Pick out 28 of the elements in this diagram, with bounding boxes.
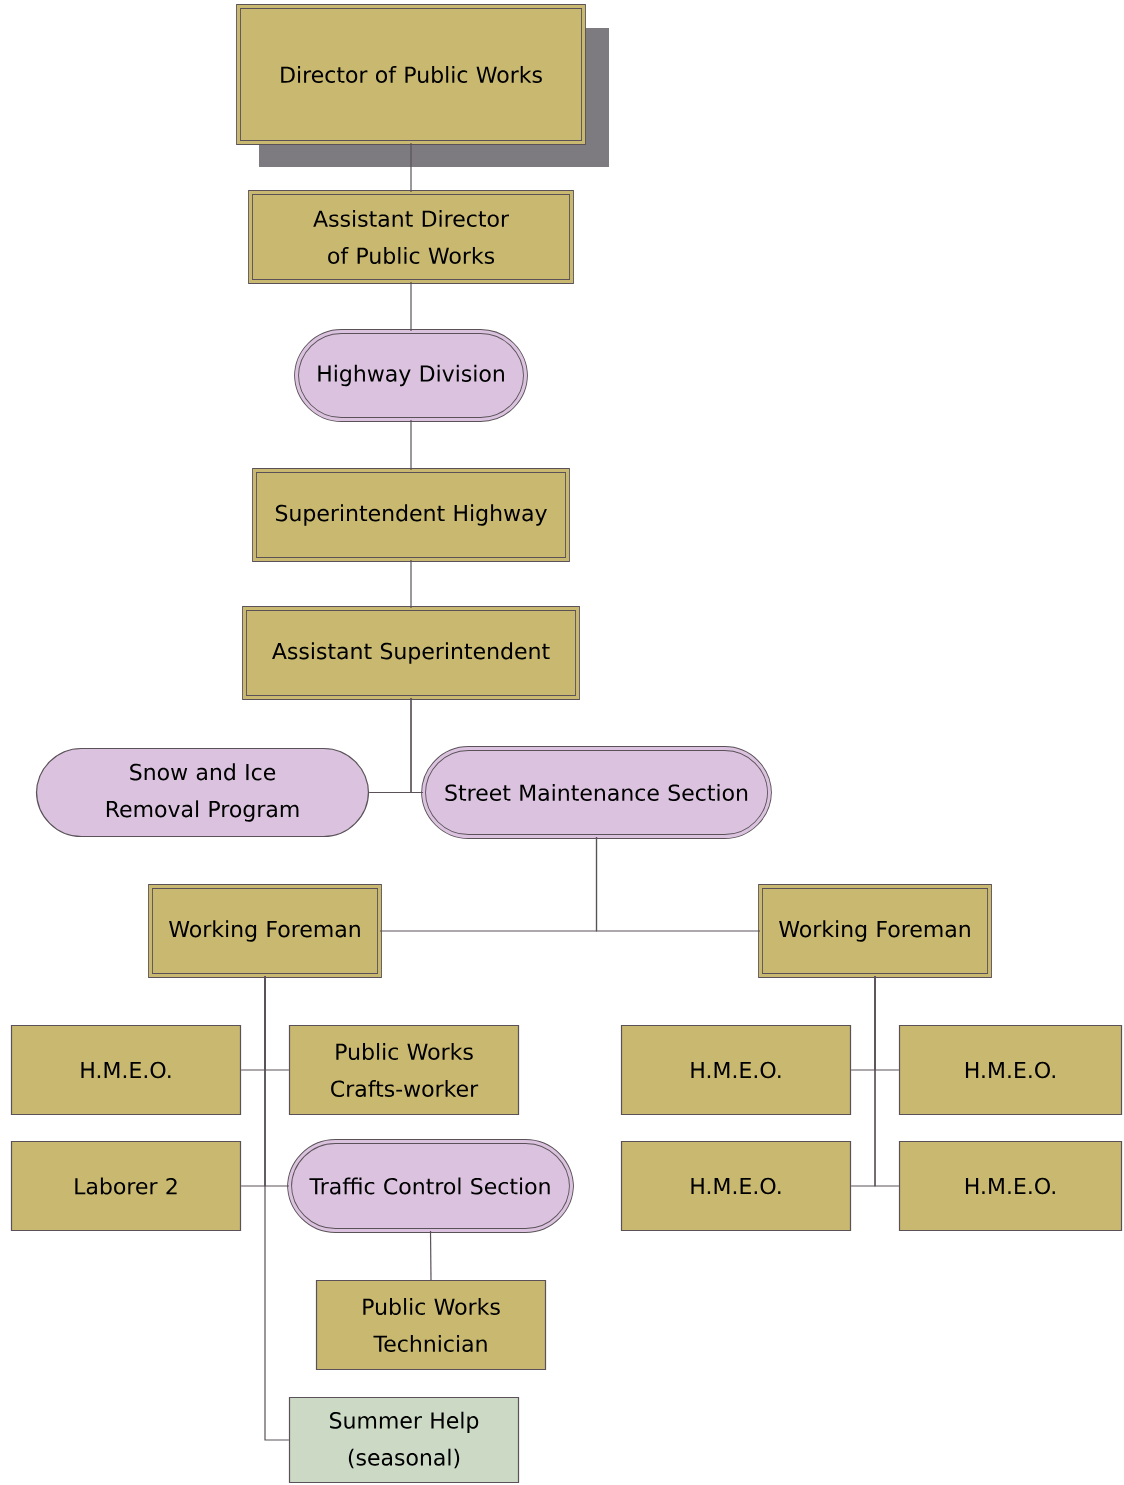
title-box: Laborer 2 <box>10 1140 242 1232</box>
title-box: H.M.E.O. <box>620 1024 852 1116</box>
connector-line <box>410 419 412 471</box>
rounded-box: Traffic Control Section <box>287 1139 574 1233</box>
title-box: Public Works Crafts-worker <box>288 1024 520 1116</box>
connector-line <box>429 1230 432 1281</box>
connector-line <box>410 142 412 193</box>
title-box: H.M.E.O. <box>898 1140 1123 1232</box>
title-box: H.M.E.O. <box>898 1024 1123 1116</box>
title-box: Assistant Director of Public Works <box>248 190 574 284</box>
title-box: Assistant Superintendent <box>242 606 580 700</box>
title-box: Summer Help (seasonal) <box>288 1396 520 1484</box>
connector-line <box>410 559 412 609</box>
connector-line <box>874 975 900 1187</box>
rounded-box: Highway Division <box>294 329 528 422</box>
connector-line <box>595 836 761 932</box>
title-box: H.M.E.O. <box>10 1024 242 1116</box>
title-box: Working Foreman <box>148 884 382 978</box>
connector-line <box>410 281 412 332</box>
title-box: Public Works Technician <box>315 1279 547 1371</box>
title-box: H.M.E.O. <box>620 1140 852 1232</box>
title-box: Director of Public Works <box>236 4 609 167</box>
title-box: Working Foreman <box>758 884 992 978</box>
connector-line <box>264 975 290 1441</box>
title-box: Superintendent Highway <box>252 468 570 562</box>
connector-line <box>410 697 424 794</box>
rounded-box: Street Maintenance Section <box>421 746 772 839</box>
rounded-box: Snow and Ice Removal Program <box>35 747 370 838</box>
